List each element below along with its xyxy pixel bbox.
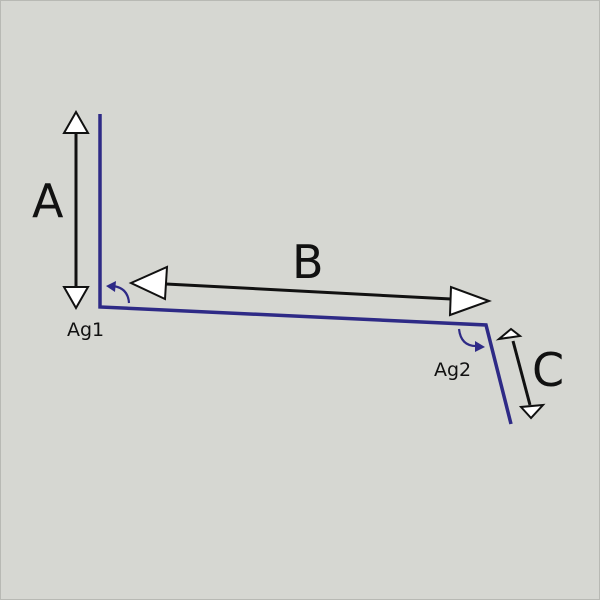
dimension-c-line [511,340,532,406]
dimension-b-line [165,282,452,301]
angle-1-arc [112,284,131,304]
dimension-b: B [128,235,492,317]
angle-1-indicator: Ag1 [67,281,131,341]
dimension-c: C [495,327,564,420]
dimension-b-arrow-right [448,285,492,317]
angle-1-arrow-icon [106,281,116,292]
sheet-profile [98,114,513,425]
angle-2-arrow-icon [475,341,485,352]
dimension-c-label: C [532,343,564,397]
dimension-b-arrow-left [128,265,169,301]
dimension-c-arrow-top [495,327,523,341]
dimension-a-arrow-bottom [62,286,90,311]
dimension-a-label: A [32,174,64,228]
dimension-b-label: B [292,235,324,289]
dimension-a-arrow-top [62,109,90,134]
angle-2-label: Ag2 [434,359,471,381]
dimension-c-arrow-bottom [518,403,546,420]
dimension-a: A [32,109,90,311]
angle-1-label: Ag1 [67,319,104,341]
angle-2-indicator: Ag2 [434,328,485,381]
